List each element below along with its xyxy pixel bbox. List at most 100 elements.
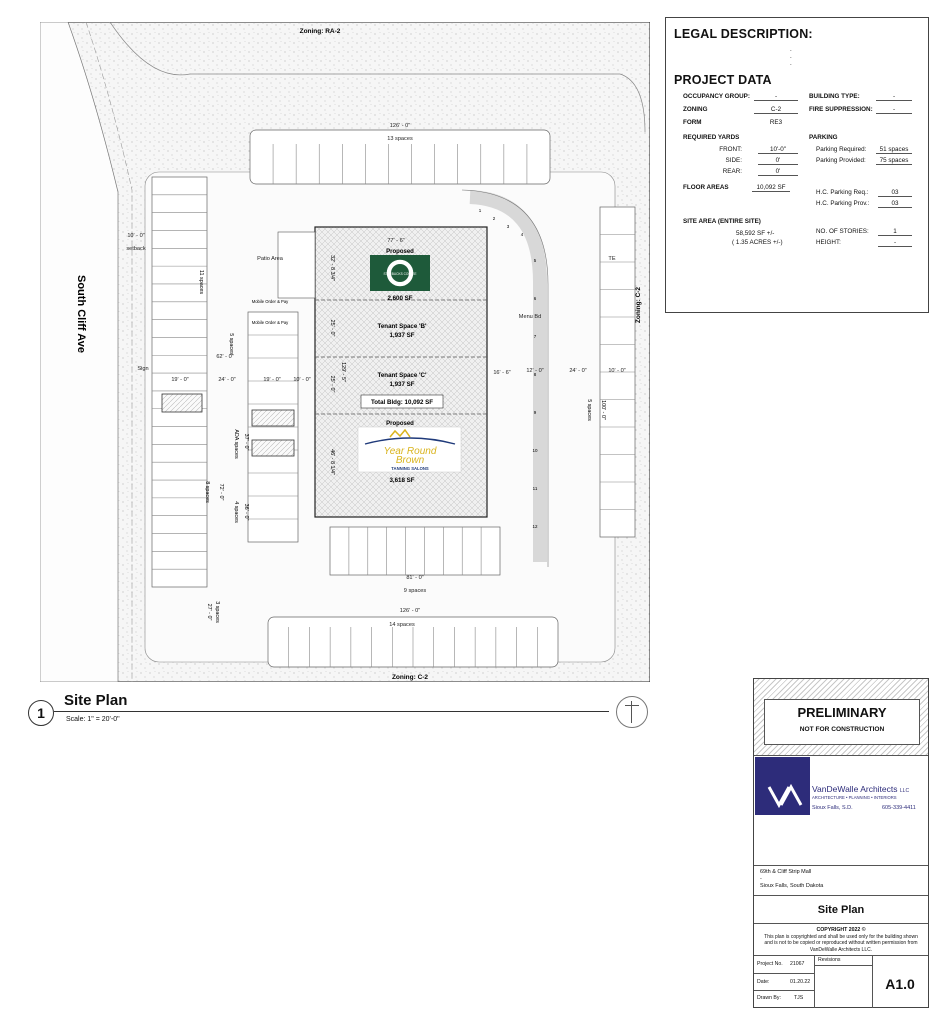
date-value: 01.20.22 — [790, 979, 811, 985]
street-name: South Cliff Ave — [75, 275, 87, 353]
firm-city: Sioux Falls, S.D. — [812, 805, 853, 811]
copyright-text: This plan is copyrighted and shall be us… — [764, 934, 918, 953]
hc-required-value: 03 — [878, 189, 912, 197]
occupancy-label: OCCUPANCY GROUP: — [683, 93, 750, 100]
project-no-value: 21067 — [790, 961, 805, 967]
legal-description-heading: LEGAL DESCRIPTION: — [674, 27, 813, 41]
tenant-b-area: 1,937 SF — [389, 332, 414, 339]
dim-77: 77' - 6" — [387, 238, 404, 244]
drawn-by-label: Drawn By: — [757, 995, 781, 1001]
dim-27: 27' - 0" — [206, 604, 212, 621]
firm-logo — [755, 757, 810, 815]
dim-19-b: 19' - 0" — [263, 377, 280, 383]
side-label: SIDE: — [725, 157, 742, 164]
yrb-logo — [357, 426, 462, 473]
zoning-bottom-label: Zoning: C-2 — [392, 674, 428, 681]
front-label: FRONT: — [719, 146, 742, 153]
view-scale: Scale: 1" = 20'-0" — [66, 716, 120, 723]
zoning-right-label: Zoning: C-2 — [635, 287, 642, 323]
parking-provided-value: 75 spaces — [876, 157, 912, 165]
project-city: Sioux Falls, South Dakota — [760, 883, 824, 889]
dim-72: 72' - 0" — [218, 484, 224, 501]
proposed-label-1: Proposed — [386, 249, 414, 255]
preliminary-stamp: PRELIMINARY NOT FOR CONSTRUCTION — [764, 699, 920, 745]
project-no-label: Project No. — [757, 961, 783, 967]
rear-label: REAR: — [722, 168, 742, 175]
view-number: 1 — [37, 705, 45, 721]
rear-value: 0' — [758, 168, 798, 176]
yrb-logo-line2: Brown — [396, 455, 425, 466]
drawn-by-value: TJS — [794, 995, 804, 1001]
label-menu-board: Menu Bd — [519, 314, 541, 320]
total-building-area: Total Bldg: 10,092 SF — [371, 399, 433, 406]
revisions-rule — [814, 965, 872, 966]
drive-thru-stall-number: 12 — [532, 524, 538, 529]
drive-thru-stall-number: 2 — [493, 216, 496, 221]
dim-126-top: 126' - 0" — [390, 123, 410, 129]
sheet-number: A1.0 — [885, 976, 915, 992]
dim-25-a: 25' - 0" — [329, 320, 335, 337]
stories-label: NO. OF STORIES: — [816, 228, 869, 235]
stories-value: 1 — [878, 228, 912, 236]
legal-dot-2: . — [790, 53, 792, 60]
label-8-spaces: 8 spaces — [204, 481, 210, 503]
dim-24-a: 24' - 0" — [218, 377, 235, 383]
drive-thru-stall-number: 8 — [534, 372, 537, 377]
firm-tagline: ARCHITECTURE • PLANNING • INTERIORS — [812, 795, 897, 800]
parking-required-label: Parking Required: — [816, 146, 867, 153]
drive-thru-stall-number: 9 — [534, 410, 537, 415]
tb-row-rule-2 — [754, 990, 814, 991]
view-title-rule — [54, 711, 609, 712]
tb-row-rule-1 — [754, 973, 814, 974]
not-for-construction-text: NOT FOR CONSTRUCTION — [799, 726, 885, 733]
yrb-area: 3,618 SF — [389, 477, 414, 484]
copyright-heading: COPYRIGHT 2022 © — [816, 927, 866, 933]
label-3-spaces: 3 spaces — [214, 601, 220, 623]
tenant-c-name: Tenant Space 'C' — [378, 372, 427, 379]
site-acres: ( 1.35 ACRES +/-) — [732, 239, 783, 246]
dim-129: 129' - 5" — [340, 362, 346, 382]
view-title: Site Plan — [64, 692, 128, 709]
form-label: FORM — [683, 119, 702, 126]
dim-81: 81' - 0" — [406, 575, 423, 581]
parking-required-value: 51 spaces — [876, 146, 912, 154]
occupancy-value: - — [754, 93, 798, 101]
firm-suffix: LLC — [899, 788, 910, 794]
tenant-b-name: Tenant Space 'B' — [378, 323, 427, 330]
dim-36: 36' - 0" — [243, 504, 249, 521]
yrb-logo-line1: Year Round — [384, 446, 437, 457]
fire-suppression-label: FIRE SUPPRESSION: — [809, 106, 873, 113]
dim-100: 100' - 0" — [600, 400, 606, 420]
project-data-panel: LEGAL DESCRIPTION: . . . PROJECT DATA OC… — [665, 17, 929, 313]
firm-name: VanDeWalle Architects — [812, 784, 898, 794]
dim-25-b: 25' - 0" — [329, 376, 335, 393]
preliminary-text: PRELIMINARY — [797, 705, 887, 720]
label-14-spaces: 14 spaces — [389, 622, 415, 628]
parking-label: PARKING — [809, 134, 838, 141]
dim-37: 37' - 0" — [243, 434, 249, 451]
view-number-circle: 1 — [28, 700, 54, 726]
title-block: PRELIMINARY NOT FOR CONSTRUCTION VanDeWa… — [753, 678, 929, 1008]
height-label: HEIGHT: — [816, 239, 841, 246]
dim-10: 10' - 0" — [127, 233, 144, 239]
date-label: Date: — [757, 979, 770, 985]
form-value: RE3 — [769, 119, 783, 126]
zoning-top-label: Zoning: RA-2 — [300, 28, 341, 35]
sheet-title: Site Plan — [817, 904, 865, 916]
building-type-label: BUILDING TYPE: — [809, 93, 860, 100]
side-value: 0' — [758, 157, 798, 165]
drive-thru-stall-number: 6 — [534, 296, 537, 301]
drive-thru-stall-number: 1 — [479, 208, 482, 213]
label-5-spaces-b: 5 spaces — [586, 399, 592, 421]
project-name: 69th & Cliff Strip Mall — [760, 869, 812, 875]
front-value: 10'-0" — [758, 146, 798, 154]
tb-divider-2 — [872, 955, 873, 1008]
drive-thru-stall-number: 7 — [534, 334, 537, 339]
firm-name-row: VanDeWalle Architects LLC — [812, 784, 909, 794]
label-mobile-order-2: Mobile Order & Pay — [252, 320, 289, 325]
dim-19-a: 19' - 0" — [171, 377, 188, 383]
dim-126-bottom: 126' - 0" — [400, 608, 420, 614]
hc-provided-value: 03 — [878, 200, 912, 208]
dim-24-b: 24' - 0" — [569, 368, 586, 374]
fire-suppression-value: - — [876, 106, 912, 114]
